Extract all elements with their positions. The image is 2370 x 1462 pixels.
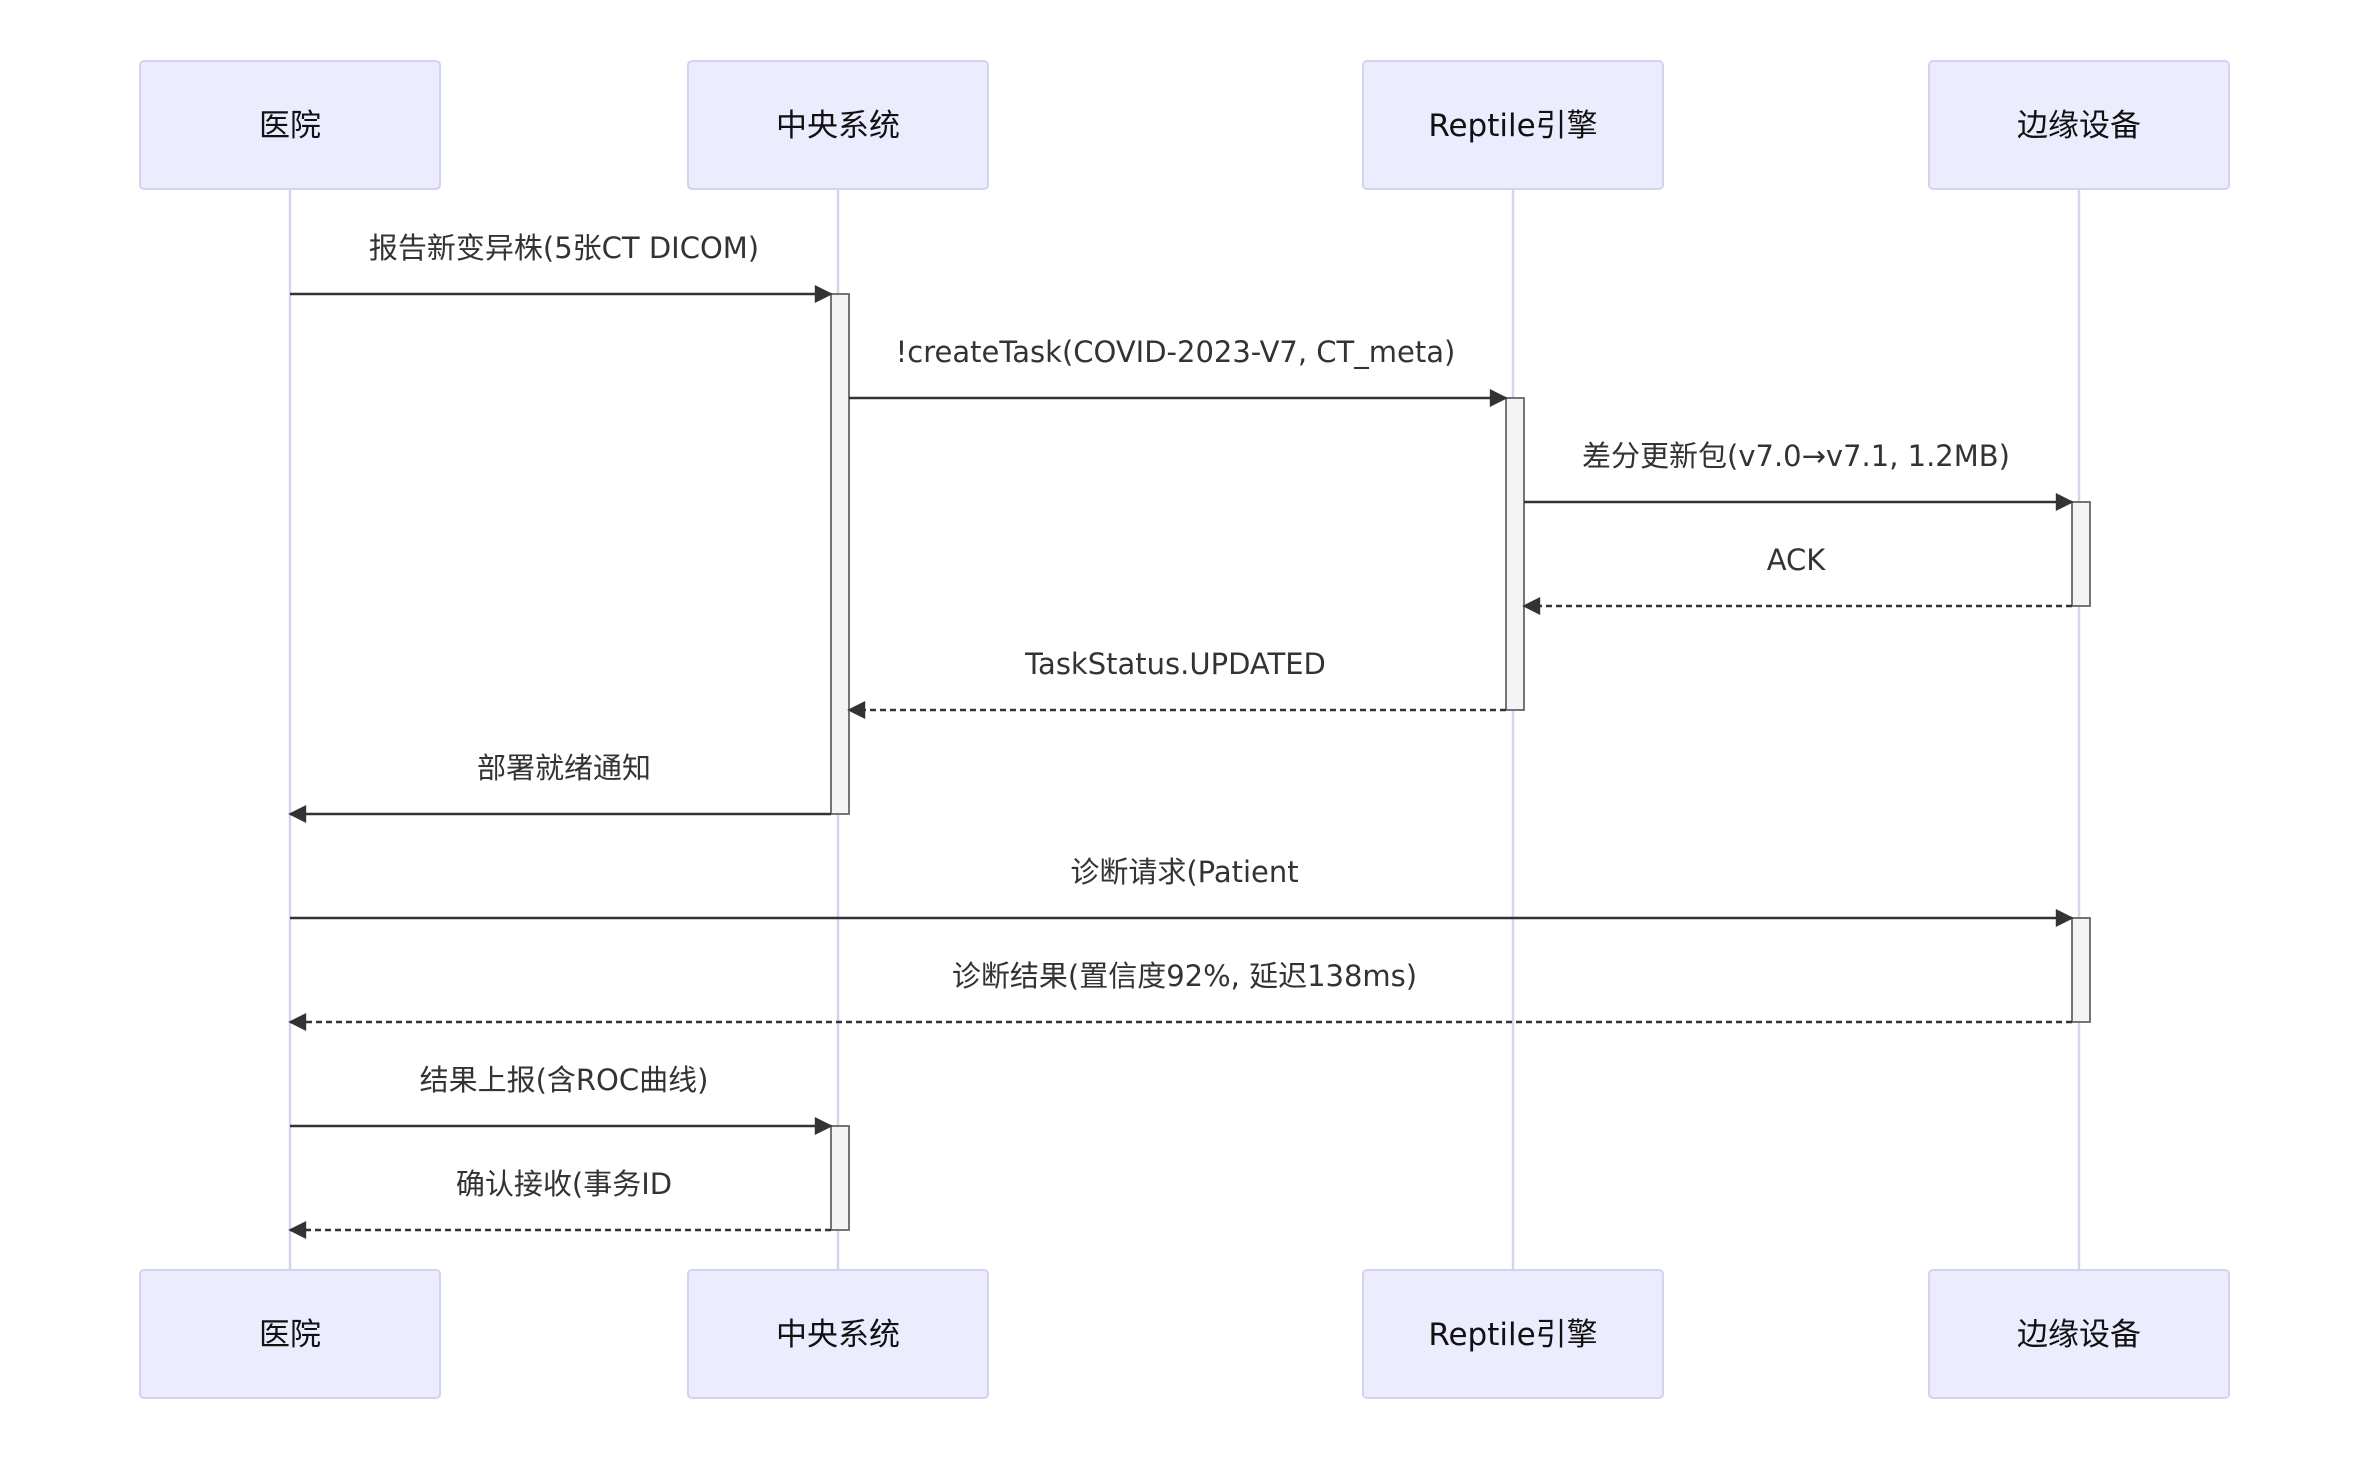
participant-label: Reptile引擎 [1428,108,1597,144]
participant-hospital-bottom: 医院 [139,1269,441,1399]
participant-box [1362,1269,1664,1399]
participant-label: 中央系统 [776,108,900,144]
participant-edge-top: 边缘设备 [1928,60,2230,190]
message-label: 差分更新包(v7.0→v7.1, 1.2MB) [1582,439,2010,473]
participant-edge-bottom: 边缘设备 [1928,1269,2230,1399]
message: ACK [1522,543,2072,615]
message-label: 诊断请求(Patient [1070,855,1298,889]
participant-label: 医院 [259,108,321,144]
message-label: 报告新变异株(5张CT DICOM) [369,231,759,265]
participant-box [139,1269,441,1399]
participant-reptile-bottom: Reptile引擎 [1362,1269,1664,1399]
activation-bar-edge [2071,917,2091,1023]
message-label: 结果上报(含ROC曲线) [420,1063,709,1097]
participant-box [687,60,989,190]
message: 部署就绪通知 [288,751,831,823]
participant-label: 边缘设备 [2017,108,2141,144]
participant-label: 中央系统 [776,1317,900,1353]
participant-hospital-top: 医院 [139,60,441,190]
participant-central-bottom: 中央系统 [687,1269,989,1399]
message-label: ACK [1767,543,1827,577]
participant-reptile-top: Reptile引擎 [1362,60,1664,190]
message: 确认接收(事务ID [288,1167,831,1239]
message-label: 诊断结果(置信度92%, 延迟138ms) [952,959,1417,993]
activation-bar-central [830,1125,850,1231]
participant-box [139,60,441,190]
message: 结果上报(含ROC曲线) [290,1063,833,1135]
activation-bar-reptile [1505,397,1525,711]
participant-label: 医院 [259,1317,321,1353]
message: 差分更新包(v7.0→v7.1, 1.2MB) [1524,439,2074,511]
participant-box [1928,1269,2230,1399]
message-label: 部署就绪通知 [477,751,651,785]
participant-box [687,1269,989,1399]
activation-bar-central [830,293,850,815]
participant-box [1928,60,2230,190]
participant-label: Reptile引擎 [1428,1317,1597,1353]
message: TaskStatus.UPDATED [847,647,1506,719]
message-label: TaskStatus.UPDATED [1024,647,1326,681]
message: !createTask(COVID-2023-V7, CT_meta) [849,335,1508,407]
participant-label: 边缘设备 [2017,1317,2141,1353]
message-label: !createTask(COVID-2023-V7, CT_meta) [896,335,1456,369]
message: 诊断请求(Patient [290,855,2074,927]
participant-central-top: 中央系统 [687,60,989,190]
participant-box [1362,60,1664,190]
message: 报告新变异株(5张CT DICOM) [290,231,833,303]
message: 诊断结果(置信度92%, 延迟138ms) [288,959,2072,1031]
message-label: 确认接收(事务ID [456,1167,672,1201]
activation-bar-edge [2071,501,2091,607]
